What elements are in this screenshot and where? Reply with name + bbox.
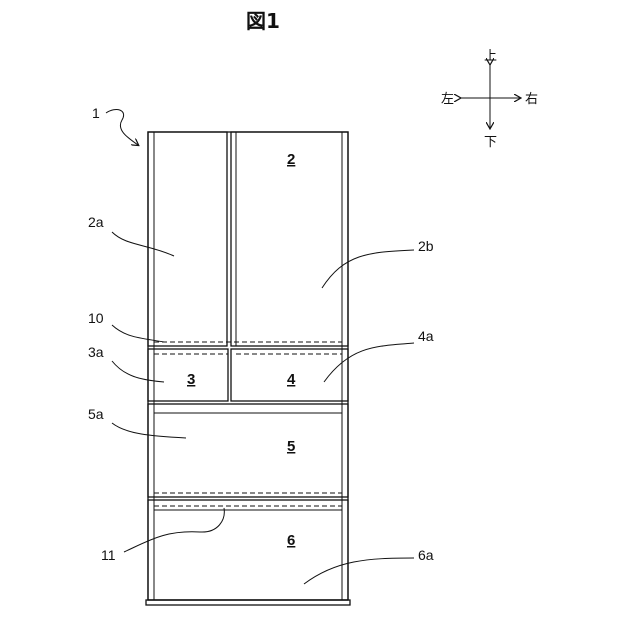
figure-title: 図1 [246, 9, 280, 33]
part-number-2: 2 [287, 151, 295, 168]
ref-label-6a: 6a [418, 547, 434, 563]
direction-up-label: 上 [484, 49, 497, 64]
ref-1-squiggle-arrow [106, 109, 138, 145]
ref-label-1: 1 [92, 105, 100, 121]
part-number-3: 3 [187, 371, 195, 388]
door-2a-left [148, 132, 227, 346]
ref-label-5a: 5a [88, 406, 104, 422]
ref-label-3a: 3a [88, 344, 104, 360]
part-number-5: 5 [287, 438, 295, 455]
leader-6a [304, 558, 414, 584]
cabinet-base [146, 600, 350, 605]
drawer-5 [148, 404, 348, 497]
drawer-6 [148, 500, 348, 600]
leader-10 [112, 325, 164, 342]
leader-3a [112, 361, 164, 382]
direction-down-label: 下 [484, 135, 497, 150]
ref-label-2b: 2b [418, 238, 434, 254]
leader-5a [112, 423, 186, 438]
cabinet-outline [148, 132, 348, 600]
part-number-4: 4 [287, 371, 296, 388]
leader-11 [124, 508, 224, 552]
ref-label-11: 11 [101, 547, 116, 563]
part-number-6: 6 [287, 532, 295, 549]
ref-label-4a: 4a [418, 328, 434, 344]
ref-label-2a: 2a [88, 214, 104, 230]
leader-2a [112, 232, 174, 256]
leader-2b [322, 250, 414, 288]
direction-left-label: 左 [441, 92, 454, 107]
direction-right-label: 右 [525, 92, 538, 107]
ref-label-10: 10 [88, 310, 104, 326]
direction-compass: 上 下 左 右 [441, 49, 538, 150]
